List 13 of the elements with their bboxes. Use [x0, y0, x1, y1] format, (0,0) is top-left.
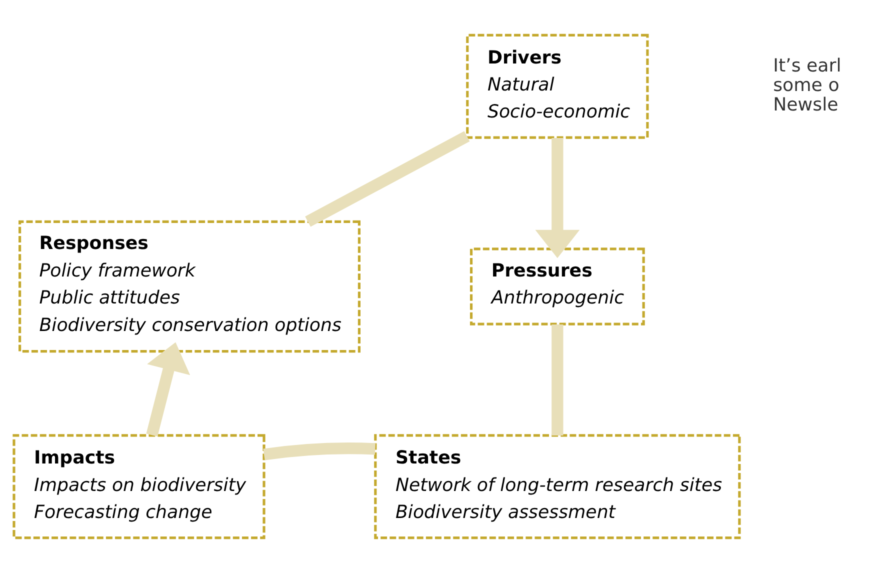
node-box: States Network of long-term research sites Biodiversity assessment — [374, 434, 741, 539]
label: some o — [773, 74, 840, 96]
label: It’s earl — [773, 55, 842, 76]
arrow — [535, 138, 580, 258]
node-box: Drivers Natural Socio-economic — [466, 33, 649, 138]
connector — [263, 442, 376, 460]
connector — [305, 130, 470, 226]
connector — [552, 324, 564, 435]
node-box: Responses Policy framework Public attitudes Biodiversity conservation options — [18, 220, 360, 352]
arrow — [146, 342, 190, 436]
label: Newsle — [773, 94, 838, 116]
node-box: Pressures Anthropogenic — [470, 247, 645, 325]
node-box: Impacts Impacts on biodiversity Forecasting change — [12, 434, 266, 539]
